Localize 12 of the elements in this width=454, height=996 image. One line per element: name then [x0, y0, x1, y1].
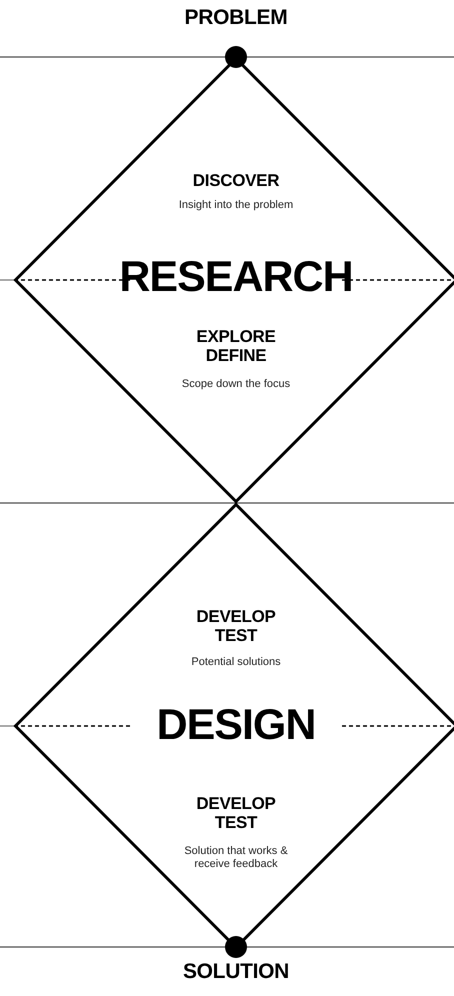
stage-title: RESEARCH	[119, 254, 353, 300]
phase-description: Insight into the problem	[178, 199, 294, 212]
phase-heading: DEVELOP TEST	[195, 607, 277, 645]
phase-description: Scope down the focus	[180, 378, 292, 391]
phase-heading: DISCOVER	[192, 171, 280, 190]
phase-description: Solution that works & receive feedback	[183, 845, 289, 871]
end-label: SOLUTION	[182, 960, 290, 984]
phase-heading: EXPLORE DEFINE	[195, 327, 277, 365]
end-label: PROBLEM	[184, 6, 288, 30]
stage-title: DESIGN	[156, 702, 316, 748]
phase-description: Potential solutions	[190, 656, 282, 669]
phase-heading: DEVELOP TEST	[195, 794, 277, 832]
